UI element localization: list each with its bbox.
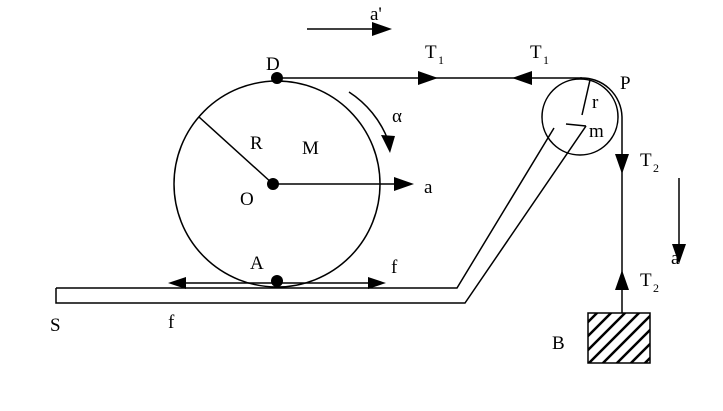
label-T2-bottom: T xyxy=(640,270,652,291)
label-D: D xyxy=(266,54,280,75)
label-a: a xyxy=(424,177,433,198)
alpha-arc xyxy=(348,91,389,141)
label-M: M xyxy=(302,138,319,159)
label-R: R xyxy=(250,133,263,154)
label-m: m xyxy=(589,121,604,142)
pulley-radius-r-line xyxy=(581,79,591,116)
label-r: r xyxy=(592,92,599,113)
label-T2-top: T xyxy=(640,150,652,171)
label-f-left: f xyxy=(168,312,175,333)
a-prime-top-arrowhead xyxy=(372,22,392,36)
horizontal-plank xyxy=(55,125,587,304)
label-T1-right-sub: 1 xyxy=(543,53,549,67)
label-S: S xyxy=(50,315,61,336)
a-prime-right-arrowhead xyxy=(672,244,686,264)
friction-f-right-arrowhead xyxy=(368,277,386,289)
label-T1-left: T xyxy=(425,42,437,63)
label-O: O xyxy=(240,189,254,210)
label-T1-left-sub: 1 xyxy=(438,53,444,67)
label-T2-top-sub: 2 xyxy=(653,161,659,175)
label-a-prime-right: a' xyxy=(671,248,683,269)
acceleration-a-arrowhead xyxy=(394,177,414,191)
alpha-arrowhead xyxy=(381,135,395,153)
point-A-dot xyxy=(271,275,283,287)
label-alpha: α xyxy=(392,106,402,127)
label-B: B xyxy=(552,333,565,354)
friction-f-left-arrowhead xyxy=(168,277,186,289)
T2-top-arrowhead xyxy=(615,154,629,174)
label-a-prime-top: a' xyxy=(370,4,382,25)
block-B xyxy=(587,312,651,364)
T1-left-arrowhead xyxy=(418,71,438,85)
string-over-pulley xyxy=(579,77,623,118)
label-T1-right: T xyxy=(530,42,542,63)
label-P: P xyxy=(620,73,631,94)
label-T2-bottom-sub: 2 xyxy=(653,281,659,295)
pulley xyxy=(541,78,619,156)
radius-R-line xyxy=(198,116,274,185)
T2-bottom-arrowhead xyxy=(615,270,629,290)
T1-right-arrowhead xyxy=(512,71,532,85)
incline-plank-end xyxy=(565,123,587,127)
label-A: A xyxy=(250,253,264,274)
label-f-right: f xyxy=(391,257,398,278)
